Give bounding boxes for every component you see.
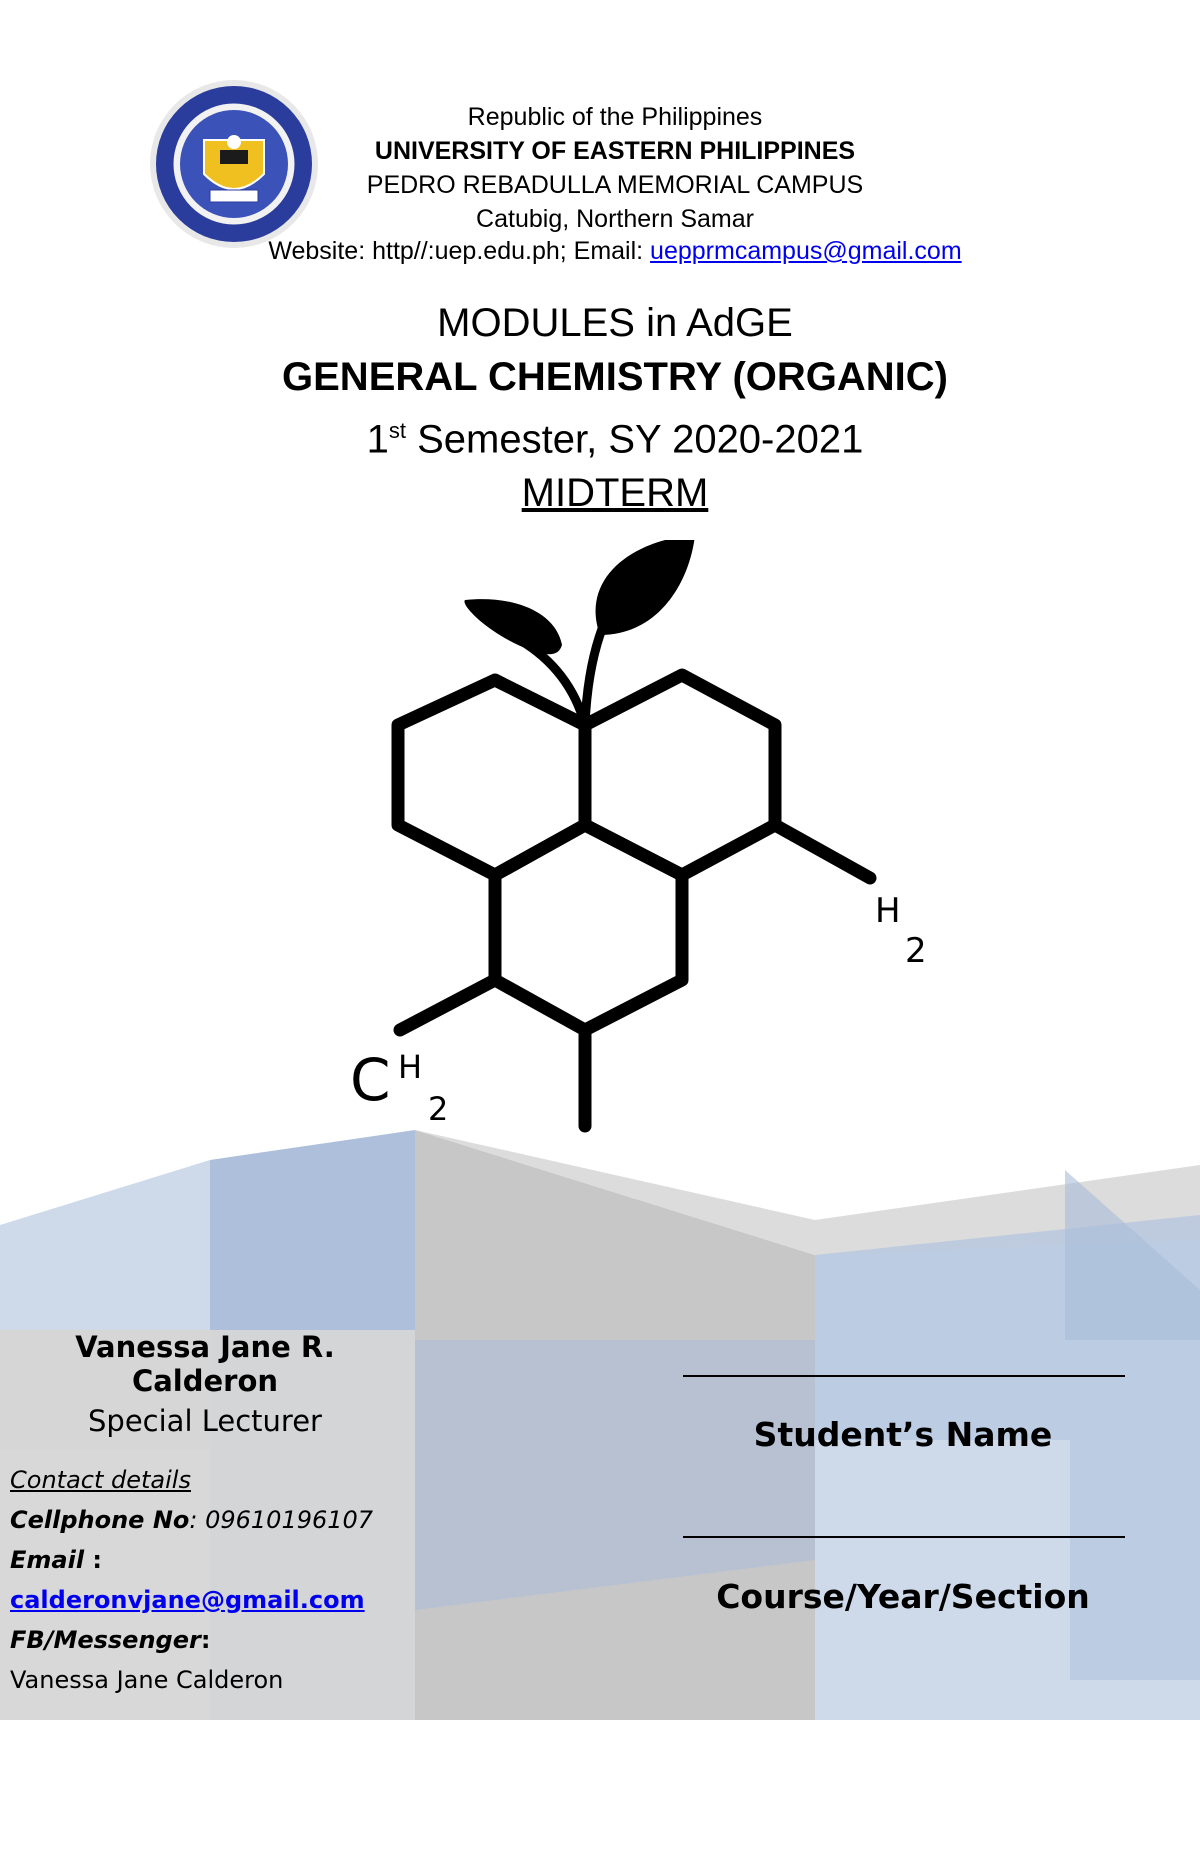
header-university: UNIVERSITY OF EASTERN PHILIPPINES: [374, 137, 856, 165]
semester-number: 1: [366, 417, 389, 462]
header-location: Catubig, Northern Samar: [476, 205, 754, 233]
h2-label-2: 2: [905, 931, 927, 971]
lecturer-role: Special Lecturer: [88, 1404, 322, 1438]
semester-text: Semester, SY 2020-2021: [406, 417, 864, 462]
course-year-section-label: Course/Year/Section: [716, 1577, 1090, 1616]
university-seal-logo: [150, 80, 318, 248]
email-line: Email :: [10, 1540, 410, 1580]
cellphone-line: Cellphone No: 09610196107: [10, 1500, 410, 1540]
course-year-section-line[interactable]: [683, 1536, 1125, 1538]
cellphone-value: : 09610196107: [189, 1506, 374, 1534]
header-website-text: Website: http//:uep.edu.ph; Email:: [268, 237, 651, 265]
header-website-line: Website: http//:uep.edu.ph; Email: ueppr…: [0, 237, 1200, 266]
lecturer-panel: Vanessa Jane R. Calderon Special Lecture…: [0, 1330, 410, 1700]
student-name-line[interactable]: [683, 1375, 1125, 1377]
header-campus: PEDRO REBADULLA MEMORIAL CAMPUS: [366, 171, 864, 199]
ch2-label-h: H: [398, 1048, 422, 1086]
decorative-background-shapes: [0, 1130, 1200, 1720]
course-title: GENERAL CHEMISTRY (ORGANIC): [282, 355, 948, 399]
email-label: Email: [10, 1546, 85, 1574]
cellphone-label: Cellphone No: [10, 1506, 190, 1534]
term-label: MIDTERM: [521, 471, 709, 516]
h2-label-h: H: [875, 891, 901, 931]
contact-heading: Contact details: [10, 1466, 191, 1494]
semester-suffix: st: [388, 418, 407, 443]
email-colon: :: [84, 1546, 103, 1574]
fb-line: FB/Messenger:: [10, 1620, 410, 1660]
lecturer-email-link[interactable]: calderonvjane@gmail.com: [10, 1586, 365, 1614]
header-email-link[interactable]: uepprmcampus@gmail.com: [650, 237, 962, 265]
lecturer-name: Vanessa Jane R. Calderon: [75, 1330, 335, 1398]
ch2-label-c: C: [350, 1046, 391, 1114]
student-name-label: Student’s Name: [753, 1415, 1053, 1454]
fb-label: FB/Messenger: [10, 1626, 201, 1654]
semester-line: 1st Semester, SY 2020-2021: [0, 404, 1200, 466]
fb-colon: :: [200, 1626, 211, 1654]
ch2-label-2: 2: [428, 1090, 448, 1128]
header-republic: Republic of the Philippines: [467, 103, 763, 131]
module-title: MODULES in AdGE: [437, 301, 793, 345]
fb-value: Vanessa Jane Calderon: [10, 1666, 284, 1694]
molecule-illustration: H 2 C H 2: [350, 540, 927, 1133]
